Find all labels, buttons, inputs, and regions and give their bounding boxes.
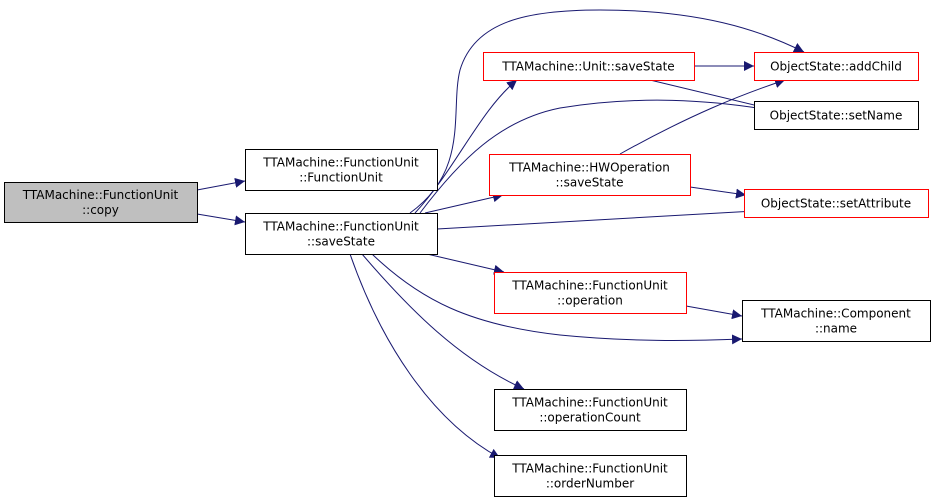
- node-fu-ordernumber[interactable]: TTAMachine::FunctionUnit::orderNumber: [494, 455, 687, 497]
- node-label-line: ::operation: [557, 294, 623, 308]
- node-label-line: ObjectState::addChild: [770, 60, 902, 74]
- node-os-setname[interactable]: ObjectState::setName: [754, 101, 919, 130]
- node-comp-name[interactable]: TTAMachine::Component::name: [742, 300, 931, 342]
- node-box: [744, 189, 929, 218]
- node-os-setattribute[interactable]: ObjectState::setAttribute: [744, 189, 929, 218]
- node-label-line: ::copy: [82, 203, 119, 217]
- edge-fu-operation-to-comp-name: [685, 305, 743, 320]
- node-label-line: ::operationCount: [539, 411, 641, 425]
- node-label-line: TTAMachine::FunctionUnit: [262, 156, 419, 170]
- edge-fu-savestate-to-fu-operationcount: [361, 253, 525, 390]
- node-box: [483, 52, 695, 81]
- edge-fu-savestate-to-fu-ordernumber: [349, 253, 501, 459]
- node-label-line: TTAMachine::HWOperation: [508, 161, 670, 175]
- node-label-line: ::saveState: [307, 235, 375, 249]
- node-label-line: TTAMachine::FunctionUnit: [511, 462, 668, 476]
- edge-fu-savestate-to-os-setname: [419, 99, 771, 214]
- node-label-line: ObjectState::setAttribute: [761, 197, 911, 211]
- edge-fu-savestate-to-fu-operation: [426, 253, 505, 275]
- node-box: [4, 182, 198, 223]
- node-label-line: TTAMachine::FunctionUnit: [511, 396, 668, 410]
- edge-fu-savestate-to-os-setattribute: [436, 206, 756, 230]
- node-label-line: ::saveState: [556, 176, 624, 190]
- node-label-line: TTAMachine::FunctionUnit: [262, 220, 419, 234]
- node-label-line: TTAMachine::FunctionUnit: [511, 279, 668, 293]
- edge-fu-copy-to-fu-ctor: [196, 177, 246, 191]
- node-box: [494, 272, 687, 314]
- node-box: [494, 455, 687, 497]
- edge-fu-savestate-to-comp-name: [371, 253, 743, 345]
- edges-layer: [196, 9, 805, 459]
- node-box: [742, 300, 931, 342]
- nodes-layer: TTAMachine::FunctionUnit::copyTTAMachine…: [4, 52, 931, 497]
- node-fu-operation[interactable]: TTAMachine::FunctionUnit::operation: [494, 272, 687, 314]
- node-label-line: ObjectState::setName: [770, 109, 903, 123]
- node-label-line: ::name: [815, 322, 857, 336]
- node-box: [754, 101, 919, 130]
- edge-fu-savestate-to-hwop-savestate: [424, 192, 504, 214]
- edge-fu-copy-to-fu-savestate: [196, 213, 246, 226]
- node-label-line: TTAMachine::FunctionUnit: [22, 188, 179, 202]
- node-box: [245, 213, 438, 255]
- node-fu-operationcount[interactable]: TTAMachine::FunctionUnit::operationCount: [494, 389, 687, 431]
- edge-hwop-savestate-to-os-addchild: [619, 78, 786, 155]
- node-os-addchild[interactable]: ObjectState::addChild: [754, 52, 919, 81]
- node-label-line: TTAMachine::Component: [760, 307, 911, 321]
- node-box: [245, 149, 438, 191]
- node-fu-savestate[interactable]: TTAMachine::FunctionUnit::saveState: [245, 213, 438, 255]
- node-box: [494, 389, 687, 431]
- edge-fu-savestate-to-unit-savestate: [414, 79, 518, 214]
- node-unit-savestate[interactable]: TTAMachine::Unit::saveState: [483, 52, 695, 81]
- edge-fu-savestate-to-os-addchild: [409, 9, 805, 214]
- node-hwop-savestate[interactable]: TTAMachine::HWOperation::saveState: [489, 154, 691, 196]
- node-fu-copy[interactable]: TTAMachine::FunctionUnit::copy: [4, 182, 198, 223]
- node-label-line: ::orderNumber: [546, 477, 634, 491]
- node-label-line: TTAMachine::Unit::saveState: [501, 60, 674, 74]
- node-fu-ctor[interactable]: TTAMachine::FunctionUnit::FunctionUnit: [245, 149, 438, 191]
- edge-hwop-savestate-to-os-setattribute: [689, 186, 747, 199]
- node-box: [754, 52, 919, 81]
- node-label-line: ::FunctionUnit: [299, 171, 383, 185]
- node-box: [489, 154, 691, 196]
